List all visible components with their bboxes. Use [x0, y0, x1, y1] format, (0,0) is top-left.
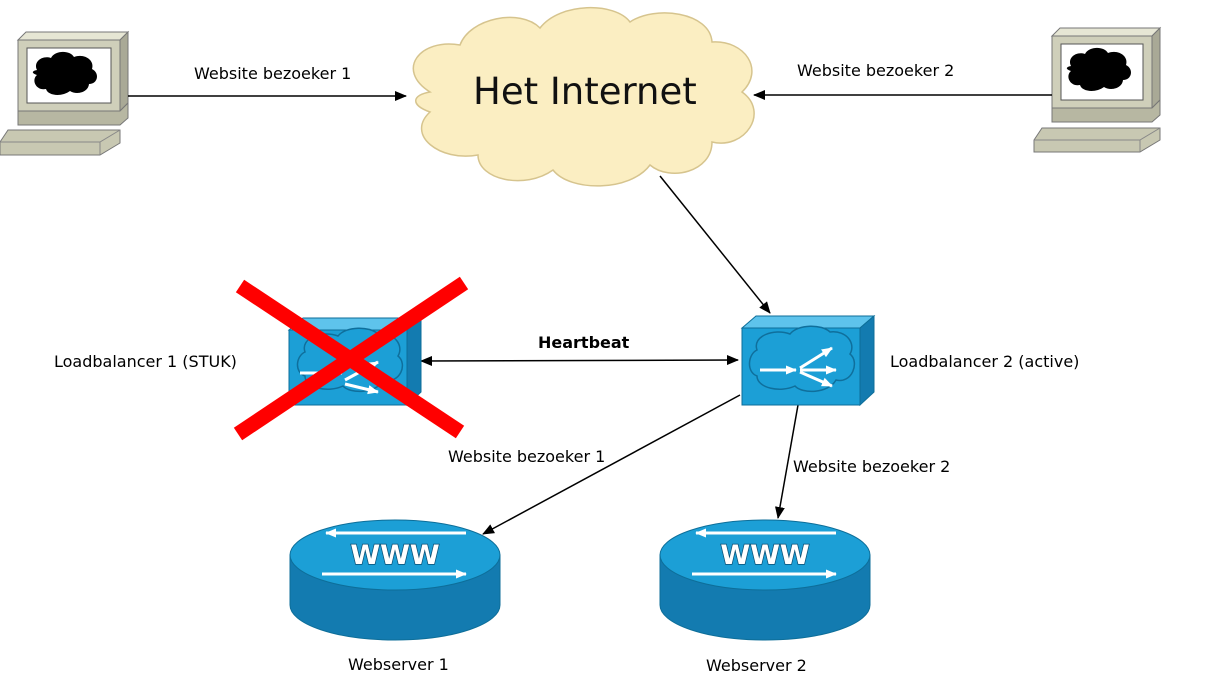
heartbeat-link: [420, 355, 739, 366]
webserver-2-www-label: WWW: [720, 540, 809, 571]
visitor-2-link-label: Website bezoeker 2: [797, 61, 955, 80]
webserver-1-www-label: WWW: [350, 540, 439, 571]
computer-icon-visitor-2: [1033, 26, 1162, 153]
visitor-1-link-label: Website bezoeker 1: [194, 64, 352, 83]
webserver-2-label: Webserver 2: [706, 656, 807, 675]
webserver-2-icon: [659, 519, 871, 641]
link-loadbalancer-2-to-webserver-2: [774, 404, 799, 519]
link-loadbalancer-2-to-webserver-1: [482, 394, 741, 535]
webserver-1-icon: [289, 519, 501, 641]
link-internet-to-loadbalancer-2: [659, 175, 771, 314]
loadbalancer-2-icon: [740, 314, 876, 407]
internet-cloud-title: Het Internet: [473, 70, 697, 113]
loadbalancer-2-label: Loadbalancer 2 (active): [890, 352, 1080, 371]
computer-icon-visitor-1: [0, 30, 130, 156]
webserver-2-www-text: WWW: [720, 539, 810, 571]
internet-cloud: [412, 6, 755, 187]
heartbeat-label: Heartbeat: [538, 333, 630, 352]
webserver-1-www-text: WWW: [350, 539, 440, 571]
webserver-1-link-label: Website bezoeker 1: [448, 447, 606, 466]
webserver-1-label: Webserver 1: [348, 655, 449, 674]
loadbalancer-1-label: Loadbalancer 1 (STUK): [54, 352, 237, 371]
webserver-2-link-label: Website bezoeker 2: [793, 457, 951, 476]
failure-cross-icon: [233, 276, 469, 441]
